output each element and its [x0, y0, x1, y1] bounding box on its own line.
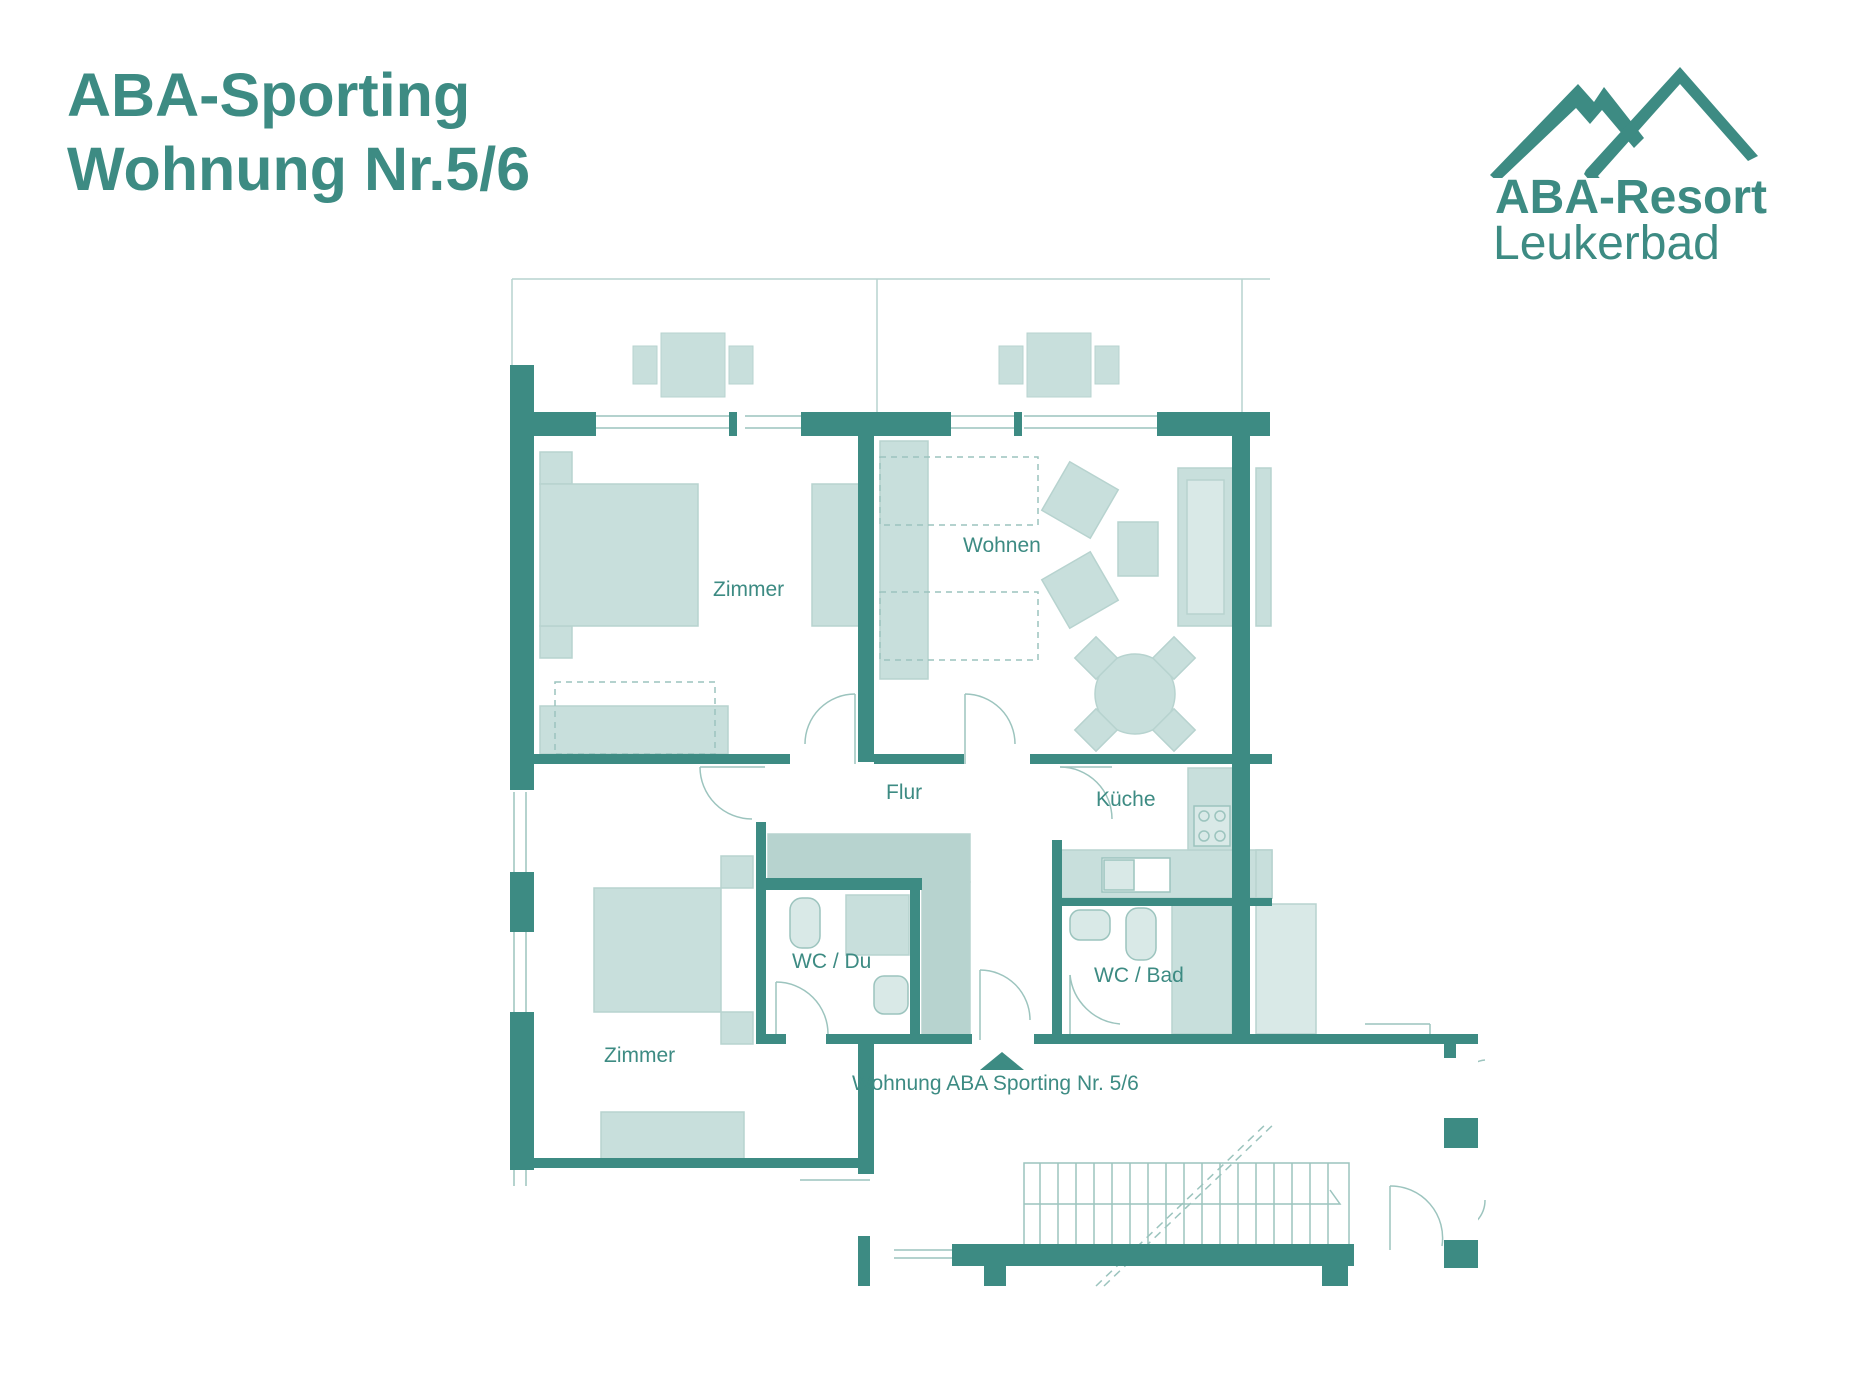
room-label-zimmer-top: Zimmer: [713, 578, 784, 601]
balcony-table-left: [632, 332, 754, 398]
logo-name: ABA-Resort: [1495, 171, 1768, 224]
resort-logo: ABA-Resort Leukerbad: [1476, 58, 1776, 273]
mountains-icon: [1490, 67, 1758, 178]
title-line-1: ABA-Sporting: [67, 61, 471, 129]
room-label-wc-bad: WC / Bad: [1094, 964, 1184, 987]
wall-openings: [1456, 1058, 1478, 1240]
entrance-label: Wohnung ABA Sporting Nr. 5/6: [852, 1072, 1139, 1095]
door-swings: [699, 693, 1486, 1250]
room-label-zimmer-bottom: Zimmer: [604, 1044, 675, 1067]
windows: [513, 415, 1157, 1259]
staircase: [1023, 1121, 1350, 1287]
balcony-table-right: [998, 332, 1120, 398]
room-label-wc-du: WC / Du: [792, 950, 871, 973]
fixtures: [789, 805, 1231, 1015]
room-label-flur: Flur: [886, 781, 922, 804]
title-line-2: Wohnung Nr.5/6: [67, 135, 531, 203]
page-title: ABA-Sporting Wohnung Nr.5/6: [67, 58, 530, 206]
logo-place: Leukerbad: [1493, 217, 1720, 270]
room-label-kueche: Küche: [1096, 788, 1156, 811]
walls: [510, 365, 1478, 1286]
entrance-arrow-icon: [980, 1052, 1024, 1070]
balcony-outline: [511, 278, 1270, 412]
room-label-wohnen: Wohnen: [963, 534, 1041, 557]
